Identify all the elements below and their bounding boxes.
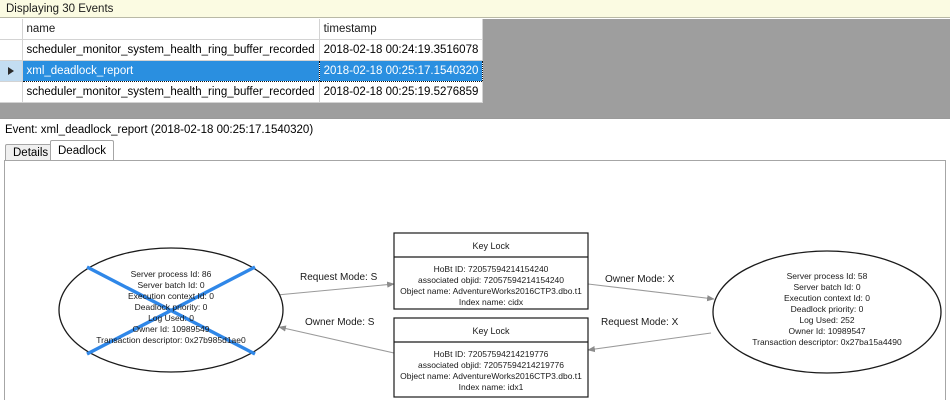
bottom-key-lock-box[interactable] [393, 317, 589, 398]
tab-strip: Details Deadlock [0, 140, 950, 160]
left-process-node[interactable]: Server process Id: 86 Server batch Id: 0… [58, 247, 284, 373]
table-header-row: name timestamp [0, 19, 484, 40]
tab-deadlock-label: Deadlock [58, 144, 106, 157]
row-selector-cell[interactable] [0, 60, 23, 82]
right-process-ellipse[interactable] [712, 250, 942, 374]
right-process-line-0: Server process Id: 58 [787, 271, 868, 281]
cell-name[interactable]: xml_deadlock_report [22, 60, 320, 82]
left-process-line-1: Server batch Id: 0 [137, 280, 204, 290]
table-row[interactable]: scheduler_monitor_system_health_ring_buf… [0, 39, 484, 61]
row-selector-cell[interactable] [0, 81, 23, 103]
edge-left-request-label: Request Mode: S [300, 272, 378, 283]
table-row-selected[interactable]: xml_deadlock_report 2018-02-18 00:25:17.… [0, 60, 484, 82]
tab-details-label: Details [13, 146, 49, 159]
table-row[interactable]: scheduler_monitor_system_health_ring_buf… [0, 81, 484, 103]
top-key-lock-line-2: Object name: AdventureWorks2016CTP3.dbo.… [400, 286, 582, 296]
right-process-line-5: Owner Id: 10989547 [788, 326, 865, 336]
right-process-node[interactable]: Server process Id: 58 Server batch Id: 0… [712, 250, 942, 374]
right-process-line-4: Log Used: 252 [799, 315, 855, 325]
left-process-line-5: Owner Id: 10989549 [132, 324, 209, 334]
events-table: name timestamp scheduler_monitor_system_… [0, 19, 484, 103]
column-header-name[interactable]: name [22, 19, 320, 40]
edge-right-owner-label: Owner Mode: X [605, 274, 675, 285]
edge-left-request[interactable]: Request Mode: S [276, 272, 395, 296]
victim-cross-icon [86, 265, 256, 356]
top-key-lock-node[interactable]: Key Lock HoBt ID: 72057594214154240 asso… [393, 232, 589, 310]
column-header-timestamp[interactable]: timestamp [319, 19, 484, 40]
cell-name[interactable]: scheduler_monitor_system_health_ring_buf… [22, 81, 320, 103]
right-process-line-2: Execution context Id: 0 [784, 293, 870, 303]
tab-deadlock[interactable]: Deadlock [50, 140, 114, 160]
column-header-selector [0, 19, 23, 40]
cell-timestamp[interactable]: 2018-02-18 00:25:17.1540320 [319, 60, 484, 82]
tab-details[interactable]: Details [5, 144, 57, 160]
status-text: Displaying 30 Events [6, 2, 114, 15]
edge-right-request[interactable]: Request Mode: X [587, 317, 712, 353]
bottom-key-lock-line-1: associated objid: 72057594214219776 [418, 360, 564, 370]
edge-left-owner[interactable]: Owner Mode: S [278, 317, 395, 354]
event-detail-title: Event: xml_deadlock_report (2018-02-18 0… [5, 123, 314, 136]
cell-timestamp[interactable]: 2018-02-18 00:24:19.3516078 [319, 39, 484, 61]
edge-right-request-label: Request Mode: X [601, 317, 679, 328]
top-key-lock-line-0: HoBt ID: 72057594214154240 [434, 264, 549, 274]
right-process-line-6: Transaction descriptor: 0x27ba15a4490 [752, 337, 902, 347]
left-process-line-3: Deadlock priority: 0 [135, 302, 208, 312]
left-process-line-0: Server process Id: 86 [131, 269, 212, 279]
top-key-lock-title: Key Lock [472, 241, 510, 251]
events-grid[interactable]: name timestamp scheduler_monitor_system_… [0, 19, 950, 119]
edge-right-owner[interactable]: Owner Mode: X [587, 274, 715, 302]
edge-left-owner-label: Owner Mode: S [305, 317, 375, 328]
right-process-line-1: Server batch Id: 0 [793, 282, 860, 292]
top-key-lock-box[interactable] [393, 232, 589, 310]
top-key-lock-line-3: Index name: cidx [459, 297, 524, 307]
bottom-key-lock-line-0: HoBt ID: 72057594214219776 [434, 349, 549, 359]
left-process-line-6: Transaction descriptor: 0x27b985d1ae0 [96, 335, 246, 345]
bottom-key-lock-line-3: Index name: idx1 [459, 382, 524, 392]
status-bar: Displaying 30 Events [0, 0, 950, 18]
event-detail-header: Event: xml_deadlock_report (2018-02-18 0… [0, 120, 950, 139]
left-process-line-2: Execution context Id: 0 [128, 291, 214, 301]
cell-name[interactable]: scheduler_monitor_system_health_ring_buf… [22, 39, 320, 61]
cell-timestamp[interactable]: 2018-02-18 00:25:19.5276859 [319, 81, 484, 103]
deadlock-graph-canvas[interactable]: Request Mode: S Owner Mode: X Owner Mode… [4, 160, 946, 400]
bottom-key-lock-title: Key Lock [472, 326, 510, 336]
right-process-line-3: Deadlock priority: 0 [791, 304, 864, 314]
row-selector-cell[interactable] [0, 39, 23, 61]
left-process-line-4: Log Used: 0 [148, 313, 194, 323]
top-key-lock-line-1: associated objid: 72057594214154240 [418, 275, 564, 285]
bottom-key-lock-line-2: Object name: AdventureWorks2016CTP3.dbo.… [400, 371, 582, 381]
row-arrow-icon [7, 67, 14, 75]
bottom-key-lock-node[interactable]: Key Lock HoBt ID: 72057594214219776 asso… [393, 317, 589, 398]
